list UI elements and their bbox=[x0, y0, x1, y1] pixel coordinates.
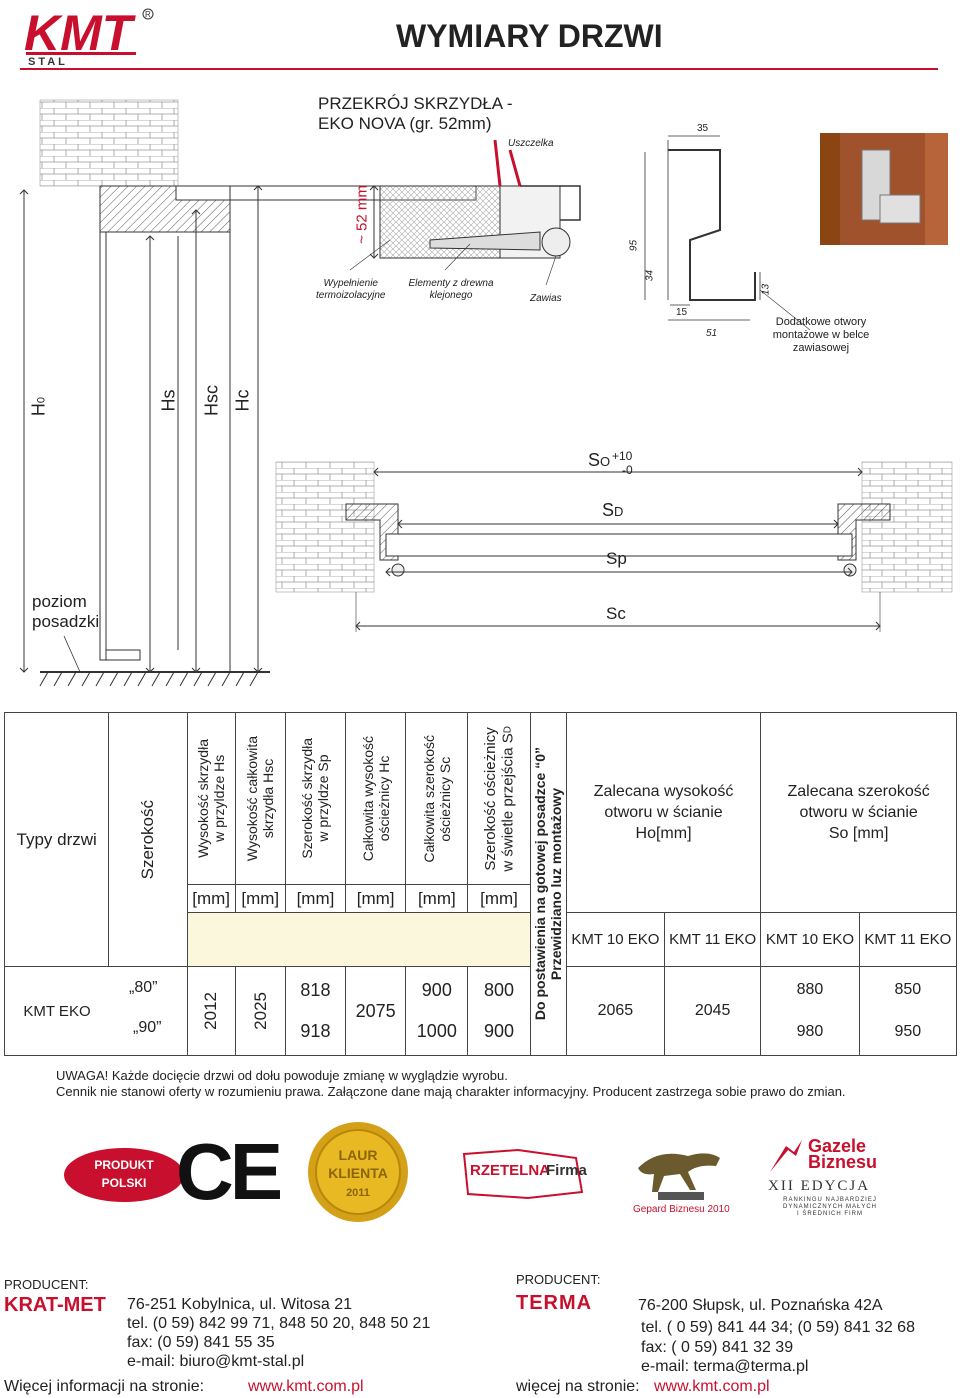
unit-hc: [mm] bbox=[345, 884, 407, 913]
note-line-2: Cennik nie stanowi oferty w rozumieniu p… bbox=[56, 1084, 846, 1099]
uszczelka-label: Uszczelka bbox=[508, 138, 554, 149]
hs-label: Hs bbox=[158, 389, 179, 412]
row-type-width: KMT EKO „80” „90” bbox=[4, 966, 188, 1056]
cell-hs: 2012 bbox=[186, 966, 236, 1056]
ho-kmt11: KMT 11 EKO bbox=[664, 912, 762, 967]
producer-right-more: więcej na stronie: bbox=[516, 1378, 640, 1395]
svg-text:R: R bbox=[145, 10, 151, 19]
producer-left-address: 76-251 Kobylnica, ul. Witosa 21 bbox=[127, 1296, 353, 1313]
producer-right-tel: tel. ( 0 59) 841 44 34; (0 59) 841 32 68 bbox=[641, 1319, 915, 1336]
unit-sp: [mm] bbox=[284, 884, 347, 913]
col-szerokosc: Szerokość bbox=[108, 712, 188, 967]
hc-label: Hc bbox=[232, 389, 253, 412]
producer-left-fax: fax: (0 59) 841 55 35 bbox=[127, 1334, 275, 1351]
svg-text:LAUR: LAUR bbox=[339, 1147, 378, 1163]
h0-label: H0 bbox=[28, 396, 49, 417]
section-title-2: EKO NOVA (gr. 52mm) bbox=[318, 114, 492, 133]
laur-klienta-medal: LAUR KLIENTA 2011 bbox=[308, 1122, 408, 1222]
logo-text: KMT bbox=[24, 6, 137, 61]
unit-hs: [mm] bbox=[186, 884, 236, 913]
producer-left-email: e-mail: biuro@kmt-stal.pl bbox=[127, 1353, 305, 1370]
ce-mark: CE bbox=[176, 1127, 283, 1216]
so-minus: -0 bbox=[622, 463, 633, 477]
producer-right-fax: fax: ( 0 59) 841 32 39 bbox=[641, 1339, 794, 1356]
col-so: Zalecana szerokość otworu w ścianie So [… bbox=[760, 712, 957, 913]
unit-sd: [mm] bbox=[467, 884, 531, 913]
hsc-label: Hsc bbox=[201, 385, 222, 416]
so-plus: +10 bbox=[612, 449, 633, 463]
gepard-statue-icon bbox=[638, 1153, 720, 1200]
col-hs: Wysokość skrzydła w przyldze Hs bbox=[186, 712, 236, 885]
svg-text:KLIENTA: KLIENTA bbox=[328, 1165, 388, 1181]
page-title: WYMIARY DRZWI bbox=[396, 18, 663, 54]
logo-sub: STAL bbox=[28, 56, 68, 66]
gazele-biznesu-badge: Gazele Biznesu XII EDYCJA RANKINGU NAJBA… bbox=[768, 1136, 878, 1218]
elementy-label: Elementy z drewna klejonego bbox=[408, 278, 494, 301]
cell-hc: 2075 bbox=[345, 966, 407, 1056]
rzetelna-firma-badge: RZETELNA Firma bbox=[458, 1146, 588, 1202]
producer-left-name: KRAT-MET bbox=[4, 1294, 106, 1316]
cell-ho10: 2065 bbox=[565, 966, 666, 1056]
dim-34: 34 bbox=[644, 269, 656, 282]
dim-95: 95 bbox=[628, 239, 640, 252]
sd-label: SD bbox=[602, 500, 624, 520]
sp-label: Sp bbox=[606, 549, 627, 568]
producer-right-address: 76-200 Słupsk, ul. Poznańska 42A bbox=[638, 1297, 883, 1314]
zawias-label: Zawias bbox=[530, 293, 562, 304]
svg-text:2011: 2011 bbox=[346, 1187, 370, 1199]
so-label: SO bbox=[588, 450, 611, 470]
header-rule bbox=[20, 68, 938, 70]
dim-15: 15 bbox=[676, 307, 688, 318]
producer-right-label: PRODUCENT: bbox=[516, 1272, 601, 1287]
producer-left-tel: tel. (0 59) 842 99 71, 848 50 20, 848 50… bbox=[127, 1315, 431, 1332]
ho-kmt10: KMT 10 EKO bbox=[565, 912, 666, 967]
cell-hsc: 2025 bbox=[234, 966, 286, 1056]
col-sp: Szerokość skrzydła w przyldze Sp bbox=[284, 712, 347, 885]
kmt-logo: KMT STAL R bbox=[24, 5, 164, 68]
section-title-1: PRZEKRÓJ SKRZYDŁA - bbox=[318, 94, 513, 113]
gepard-label: Gepard Biznesu 2010 bbox=[633, 1204, 730, 1215]
so-kmt11: KMT 11 EKO bbox=[858, 912, 958, 967]
col-hc: Całkowita wysokość ościeżnicy Hc bbox=[345, 712, 407, 885]
wypelnienie-label: Wypełnienie termoizolacyjne bbox=[316, 278, 386, 301]
so-kmt10: KMT 10 EKO bbox=[760, 912, 860, 967]
door-dimension-drawing bbox=[19, 99, 953, 687]
producer-left-url-link[interactable]: www.kmt.com.pl bbox=[248, 1378, 364, 1395]
thickness-label: ~ 52 mm bbox=[353, 185, 371, 244]
producer-right-name: TERMA bbox=[516, 1292, 593, 1314]
poziom-label: poziom bbox=[32, 592, 87, 611]
dodatkowe-label: Dodatkowe otwory montażowe w belce zawia… bbox=[772, 316, 870, 355]
dim-13: 13 bbox=[760, 283, 772, 296]
producer-right-email: e-mail: terma@terma.pl bbox=[641, 1358, 809, 1375]
producer-left-label: PRODUCENT: bbox=[4, 1277, 89, 1292]
col-posadzka: Do postawienia na gotowej posadzce “0” P… bbox=[529, 712, 567, 1056]
dimensions-table: Typy drzwi Szerokość Wysokość skrzydła w… bbox=[3, 712, 958, 1056]
col-typy: Typy drzwi bbox=[3, 712, 110, 967]
cell-ho11: 2045 bbox=[664, 966, 762, 1056]
note-line-1: UWAGA! Każde docięcie drzwi od dołu powo… bbox=[56, 1068, 508, 1083]
unit-sc: [mm] bbox=[405, 884, 469, 913]
producer-right-url-link[interactable]: www.kmt.com.pl bbox=[654, 1378, 770, 1395]
col-sd: Szerokość ościeżnicy w świetle przejścia… bbox=[467, 712, 531, 885]
producer-left-more: Więcej informacji na stronie: bbox=[4, 1378, 205, 1395]
dim-51: 51 bbox=[706, 328, 718, 339]
produkt-polski-badge: PRODUKT POLSKI bbox=[64, 1148, 184, 1202]
unit-hsc: [mm] bbox=[234, 884, 286, 913]
posadzki-label: posadzki bbox=[32, 612, 100, 631]
col-ho: Zalecana wysokość otworu w ścianie Ho[mm… bbox=[565, 712, 762, 913]
sc-label: Sc bbox=[606, 604, 626, 623]
col-sc: Całkowita szerokość ościeżnicy Sc bbox=[405, 712, 469, 885]
col-hsc: Wysokość całkowita skrzydła Hsc bbox=[234, 712, 286, 885]
dim-35: 35 bbox=[697, 123, 709, 134]
